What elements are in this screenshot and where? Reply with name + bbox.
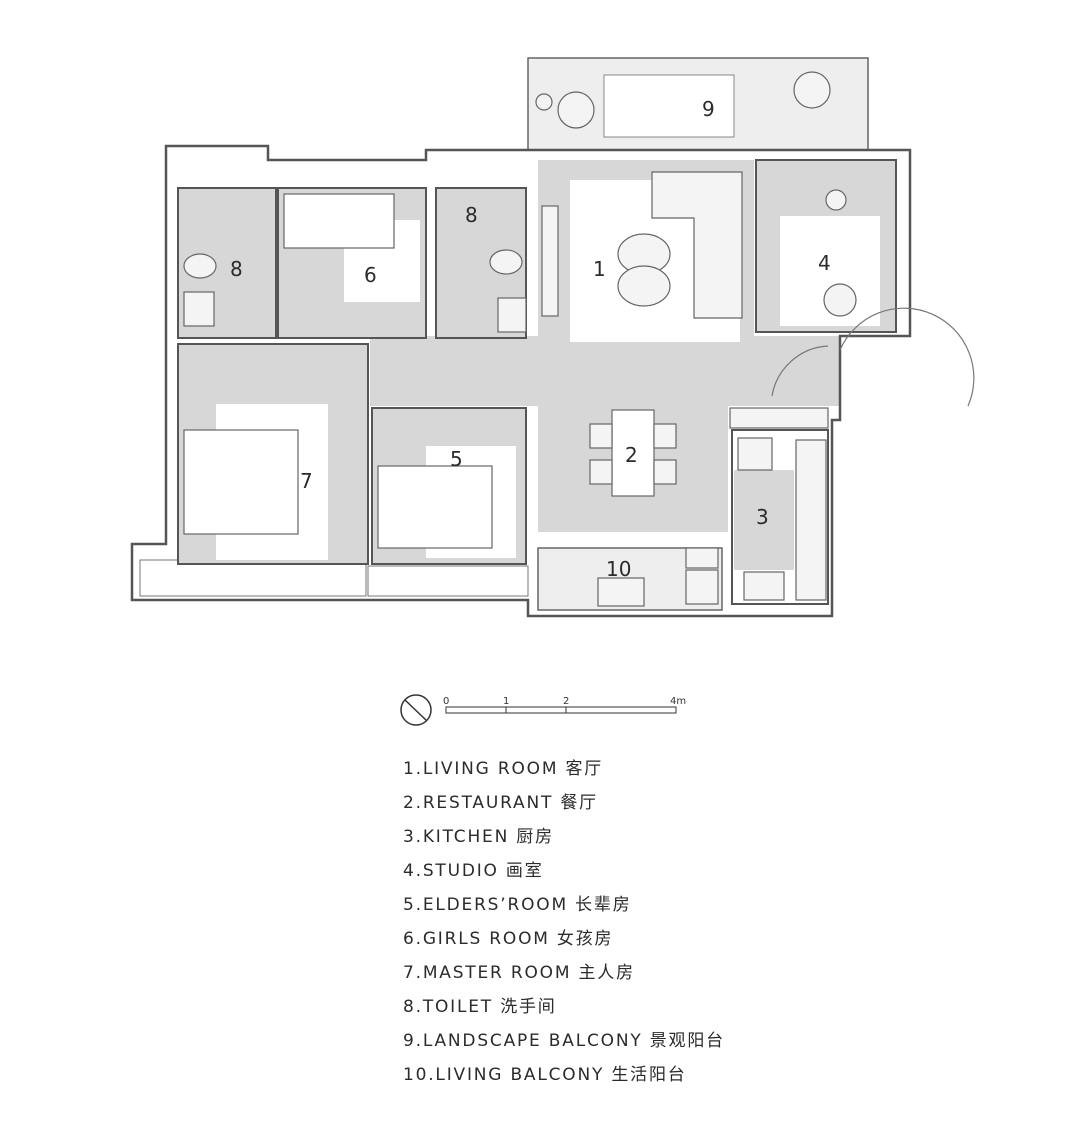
- door-arc: [839, 307, 975, 407]
- room-number-4: 4: [818, 251, 831, 275]
- door-arc: [771, 345, 829, 397]
- legend-item: 5.ELDERS’ROOM 长辈房: [403, 895, 632, 915]
- scale-tick-1: 1: [503, 696, 509, 707]
- master-bed: [183, 429, 299, 535]
- room-number-9: 9: [702, 97, 715, 121]
- toilet-bowl: [489, 249, 523, 275]
- laundry-sink: [597, 577, 645, 607]
- chair: [589, 459, 613, 485]
- legend-item: 2.RESTAURANT 餐厅: [403, 793, 598, 813]
- chair: [589, 423, 613, 449]
- scale-tick-4m: 4m: [670, 696, 686, 707]
- sink: [497, 297, 527, 333]
- kitchen-counter: [795, 439, 827, 601]
- furniture: [183, 71, 975, 607]
- kitchen-counter: [729, 407, 829, 429]
- scale-tick-0: 0: [443, 696, 449, 707]
- legend-item: 4.STUDIO 画室: [403, 861, 544, 881]
- fridge: [737, 437, 773, 471]
- legend-item: 9.LANDSCAPE BALCONY 景观阳台: [403, 1031, 725, 1051]
- room-number-7: 7: [300, 469, 313, 493]
- outer-walls: [130, 144, 912, 618]
- legend-item: 3.KITCHEN 厨房: [403, 827, 554, 847]
- elders-balcony: [367, 565, 529, 597]
- legend-item: 7.MASTER ROOM 主人房: [403, 963, 635, 983]
- room-number-2: 2: [625, 443, 638, 467]
- kitchen-room: [731, 429, 829, 605]
- room-number-10: 10: [606, 557, 631, 581]
- kitchen-sink: [743, 571, 785, 601]
- balcony-9-rug: [603, 74, 735, 138]
- studio-chair: [823, 283, 857, 317]
- washer: [685, 569, 719, 605]
- dining-table: [611, 409, 655, 497]
- legend-item: 10.LIVING BALCONY 生活阳台: [403, 1065, 687, 1085]
- toilet-bowl: [183, 253, 217, 279]
- balcony-chair: [557, 91, 595, 129]
- girls-bed: [283, 193, 395, 249]
- room-number-1: 1: [593, 257, 606, 281]
- room-number-labels: 1 2 3 4 5 6 7 8 8 9 10: [230, 97, 831, 581]
- scale-bar: 0 1 2 4m: [443, 696, 686, 714]
- master-balcony: [139, 559, 367, 597]
- room-number-8-left: 8: [230, 257, 243, 281]
- dryer: [685, 547, 719, 569]
- balcony-stool: [535, 93, 553, 111]
- legend-item: 1.LIVING ROOM 客厅: [403, 759, 604, 779]
- chair: [653, 459, 677, 485]
- north-compass: [400, 694, 432, 726]
- room-number-6: 6: [364, 263, 377, 287]
- studio-stool: [825, 189, 847, 211]
- room-number-3: 3: [756, 505, 769, 529]
- room-number-8-mid: 8: [465, 203, 478, 227]
- room-legend: 1.LIVING ROOM 客厅 2.RESTAURANT 餐厅 3.KITCH…: [403, 756, 725, 1096]
- sink: [183, 291, 215, 327]
- floor-plan: 1 2 3 4 5 6 7 8 8 9 10 0 1 2 4m: [130, 57, 975, 726]
- legend-item: 8.TOILET 洗手间: [403, 997, 557, 1017]
- compass-icon: [400, 694, 432, 726]
- living-sofa: [651, 171, 743, 319]
- balcony-chair: [793, 71, 831, 109]
- kitchen-floor: [734, 470, 794, 570]
- chair: [653, 423, 677, 449]
- scale-tick-2: 2: [563, 696, 569, 707]
- legend-item: 6.GIRLS ROOM 女孩房: [403, 929, 614, 949]
- elders-bed: [377, 465, 493, 549]
- coffee-table-bottom: [617, 265, 671, 307]
- room-number-5: 5: [450, 447, 463, 471]
- tv-console: [541, 205, 559, 317]
